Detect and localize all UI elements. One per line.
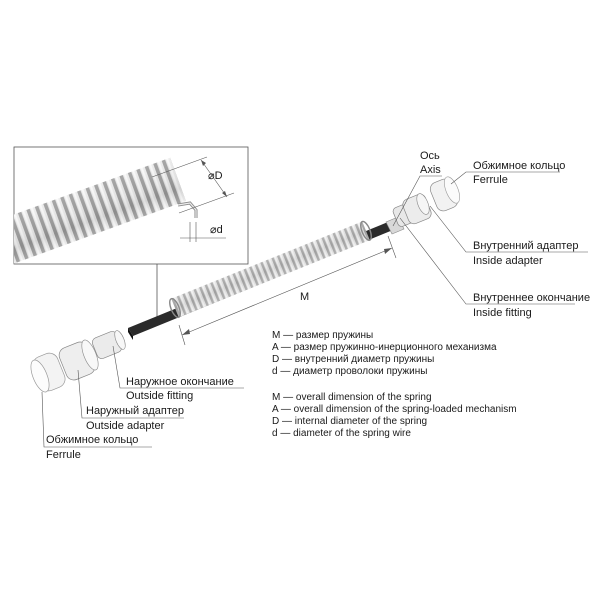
label-inside-fitting-ru: Внутреннее окончание bbox=[473, 292, 591, 304]
dimension-d bbox=[180, 222, 226, 242]
spring bbox=[169, 220, 372, 319]
leader-lines-left bbox=[41, 345, 244, 448]
legend-en-2: D — internal diameter of the spring bbox=[272, 416, 428, 427]
legend-en-1: A — overall dimension of the spring-load… bbox=[272, 404, 517, 415]
dimension-M bbox=[178, 235, 397, 346]
ferrule-right bbox=[429, 176, 460, 212]
legend-en-0: M — overall dimension of the spring bbox=[272, 392, 432, 403]
dimension-D bbox=[151, 156, 235, 214]
label-diameter-d: ⌀d bbox=[210, 224, 223, 236]
label-inside-fitting-en: Inside fitting bbox=[473, 307, 532, 319]
label-axis-en: Axis bbox=[420, 164, 441, 176]
label-ferrule-left-en: Ferrule bbox=[46, 449, 81, 461]
label-outside-fitting-en: Outside fitting bbox=[126, 390, 194, 402]
leader-lines-right bbox=[392, 171, 588, 305]
legend-ru-2: D — внутренний диаметр пружины bbox=[272, 354, 435, 365]
label-inside-adapter-ru: Внутренний адаптер bbox=[473, 240, 579, 252]
label-outside-adapter-ru: Наружный адаптер bbox=[86, 405, 184, 417]
legend-ru-0: M — размер пружины bbox=[272, 330, 374, 341]
label-length-M: M bbox=[300, 291, 310, 303]
label-ferrule-left-ru: Обжимное кольцо bbox=[46, 434, 139, 446]
detail-spring-coils bbox=[14, 157, 198, 264]
detail-inset bbox=[13, 146, 249, 265]
label-outside-fitting-ru: Наружное окончание bbox=[126, 376, 234, 388]
legend-ru-3: d — диаметр проволоки пружины bbox=[272, 366, 428, 377]
label-ferrule-right-en: Ferrule bbox=[473, 174, 508, 186]
label-outside-adapter-en: Outside adapter bbox=[86, 420, 165, 432]
outside-adapter bbox=[58, 339, 99, 381]
label-ferrule-right-ru: Обжимное кольцо bbox=[473, 160, 566, 172]
legend: M — размер пружины A — размер пружинно-и… bbox=[272, 330, 517, 440]
ferrule-left bbox=[30, 352, 66, 393]
label-inside-adapter-en: Inside adapter bbox=[473, 255, 543, 267]
outside-fitting bbox=[91, 330, 126, 359]
legend-en-3: d — diameter of the spring wire bbox=[272, 428, 411, 439]
label-diameter-D: ⌀D bbox=[208, 170, 223, 182]
inside-adapter bbox=[402, 193, 432, 225]
label-axis-ru: Ось bbox=[420, 150, 440, 162]
legend-ru-1: A — размер пружинно-инерционного механиз… bbox=[272, 342, 497, 353]
